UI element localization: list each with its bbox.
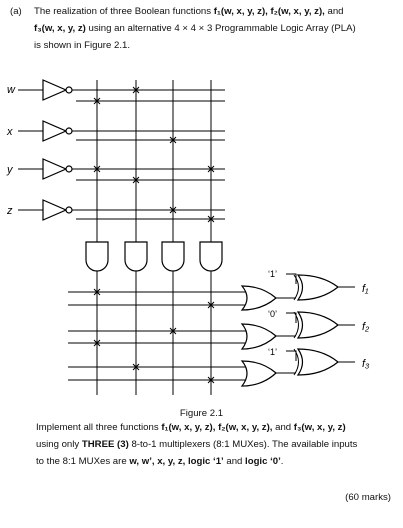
question-and: and bbox=[324, 6, 344, 17]
input-label-x: x bbox=[6, 126, 13, 138]
constant-wires bbox=[276, 273, 297, 374]
and-plane-connections bbox=[93, 86, 215, 223]
input-label-w: w bbox=[7, 84, 16, 96]
input-true-rails bbox=[18, 89, 225, 211]
task-three: THREE (3) bbox=[81, 439, 129, 450]
figure-caption: Figure 2.1 bbox=[179, 408, 224, 419]
or-gates bbox=[240, 285, 277, 387]
task-inputs: w, w’, x, y, z, logic ‘1’ bbox=[129, 456, 224, 467]
task-funcs-f1-f2: f₁(w, x, y, z), f₂(w, x, y, z), bbox=[161, 422, 273, 433]
input-label-y: y bbox=[6, 164, 14, 176]
func-f1-f2: f₁(w, x, y, z), f₂(w, x, y, z), bbox=[213, 6, 325, 17]
constant-0: ‘0’ bbox=[268, 309, 277, 319]
task-line3: to the 8:1 MUXes are bbox=[36, 456, 130, 467]
question-line3: is shown in Figure 2.1. bbox=[34, 40, 130, 51]
question-line2: using an alternative 4 × 4 × 3 Programma… bbox=[85, 23, 356, 34]
and-plane-columns bbox=[96, 80, 212, 242]
task-text: Implement all three functions f₁(w, x, y… bbox=[36, 419, 398, 470]
and-gates bbox=[85, 241, 223, 395]
xor-gates bbox=[293, 274, 355, 376]
task-logic-0: logic ‘0’ bbox=[245, 456, 281, 467]
constant-1-top: ‘1’ bbox=[268, 269, 277, 279]
output-label-f2: f₂ bbox=[362, 321, 370, 333]
constant-1-bottom: ‘1’ bbox=[268, 347, 277, 357]
input-buffers bbox=[42, 79, 73, 221]
task-and-2: and bbox=[223, 456, 246, 467]
input-label-z: z bbox=[6, 205, 13, 217]
question-text: (a) The realization of three Boolean func… bbox=[10, 3, 398, 54]
question-part: (a) bbox=[10, 6, 22, 17]
input-complement-rails bbox=[76, 100, 225, 220]
output-label-f1: f₁ bbox=[362, 283, 369, 295]
output-label-f3: f₃ bbox=[362, 358, 370, 370]
func-f3: f₃(w, x, y, z) bbox=[34, 23, 86, 34]
task-and: and bbox=[272, 422, 294, 433]
or-plane-connections bbox=[93, 288, 215, 384]
task-line1: Implement all three functions bbox=[36, 422, 162, 433]
marks: (60 marks) bbox=[345, 492, 391, 503]
or-plane-rows bbox=[68, 291, 250, 381]
task-func-f3: f₃(w, x, y, z) bbox=[293, 422, 346, 433]
task-line2-rest: 8-to-1 multiplexers (8:1 MUXes). The ava… bbox=[128, 439, 358, 450]
task-period: . bbox=[280, 456, 284, 467]
task-line2: using only bbox=[36, 439, 82, 450]
question-line1: The realization of three Boolean functio… bbox=[34, 6, 214, 17]
